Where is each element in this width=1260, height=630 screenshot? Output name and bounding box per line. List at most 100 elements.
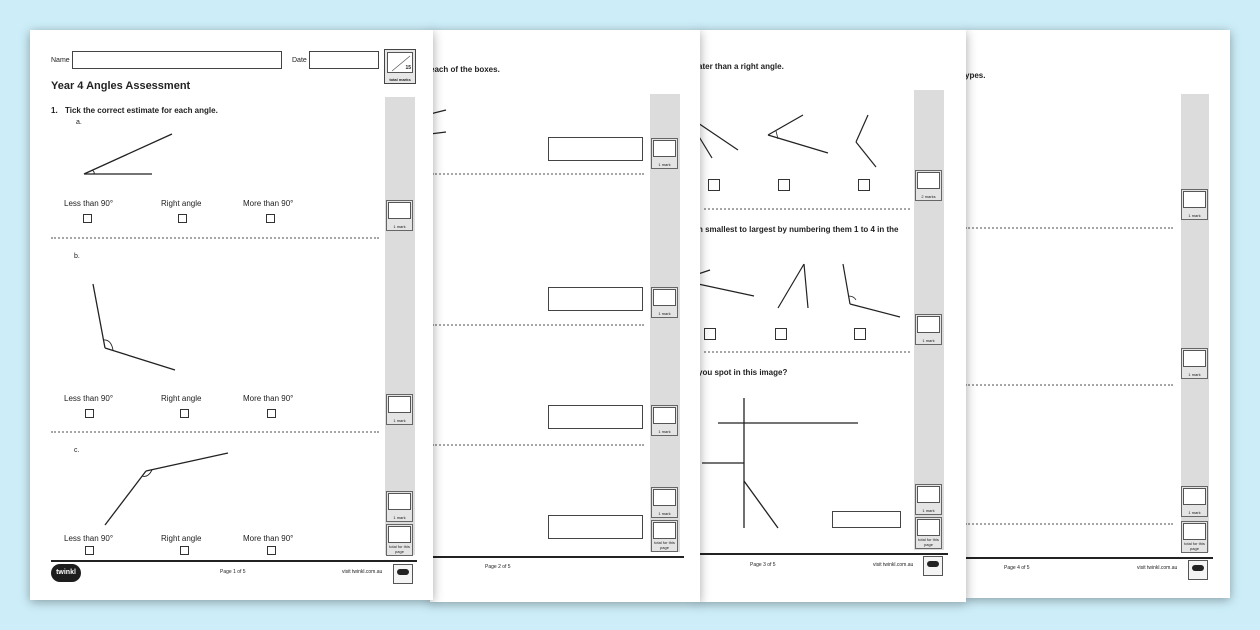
page-total-box[interactable]: total for this page — [915, 517, 942, 549]
option-label: More than 90° — [243, 534, 294, 543]
option-checkbox[interactable] — [180, 409, 189, 418]
divider — [704, 351, 910, 353]
mark-box[interactable]: 1 mark — [1181, 189, 1208, 220]
page-title: Year 4 Angles Assessment — [51, 80, 191, 92]
part-label: c. — [74, 447, 80, 454]
option-label: Less than 90° — [64, 534, 114, 543]
footer-rule — [698, 553, 948, 555]
angle-diagrams — [698, 263, 901, 318]
ordering-box[interactable] — [854, 328, 866, 340]
date-label: Date — [292, 57, 307, 64]
answer-box[interactable] — [832, 511, 901, 528]
divider — [965, 523, 1173, 525]
divider — [51, 431, 379, 433]
visit-link[interactable]: visit twinkl.com.au — [1137, 565, 1178, 571]
mark-column — [650, 94, 680, 552]
ordering-box[interactable] — [775, 328, 787, 340]
divider — [432, 324, 644, 326]
slash-icon — [391, 55, 411, 72]
mark-box[interactable]: 1 mark — [651, 287, 678, 318]
option-checkbox[interactable] — [266, 214, 275, 223]
angle-diagram-c — [104, 452, 229, 526]
option-checkbox[interactable] — [267, 409, 276, 418]
divider — [432, 173, 644, 175]
visit-link[interactable]: visit twinkl.com.au — [342, 569, 383, 575]
angle-checkbox[interactable] — [708, 179, 720, 191]
worksheet-page-3: ater than a right angle. n smallest to l… — [698, 30, 966, 602]
divider — [965, 227, 1173, 229]
option-checkbox[interactable] — [178, 214, 187, 223]
date-field[interactable] — [309, 51, 379, 69]
angle-checkbox[interactable] — [858, 179, 870, 191]
option-checkbox[interactable] — [180, 546, 189, 555]
angle-diagrams — [698, 114, 877, 168]
page-number: Page 3 of 5 — [750, 562, 776, 568]
mark-box[interactable]: 1 mark — [651, 138, 678, 169]
option-label: Less than 90° — [64, 394, 114, 403]
total-marks-label: total marks — [389, 77, 411, 82]
mark-box[interactable]: 1 mark — [915, 484, 942, 515]
mark-box[interactable]: 2 marks — [915, 170, 942, 201]
mark-box[interactable]: 1 mark — [1181, 486, 1208, 517]
total-marks-box[interactable]: 15 total marks — [384, 49, 416, 84]
question-fragment: each of the boxes. — [430, 65, 500, 74]
answer-box[interactable] — [548, 515, 643, 539]
angle-diagram — [430, 109, 447, 135]
page-total-box[interactable]: total for this page — [386, 524, 413, 556]
page-total-box[interactable]: total for this page — [651, 520, 678, 552]
page-number: Page 1 of 5 — [220, 569, 246, 575]
visit-link[interactable]: visit twinkl.com.au — [873, 562, 914, 568]
ordering-box[interactable] — [704, 328, 716, 340]
question-number: 1. — [51, 106, 58, 115]
mark-box[interactable]: 1 mark — [915, 314, 942, 345]
option-label: Right angle — [161, 394, 202, 403]
mark-box[interactable]: 1 mark — [651, 487, 678, 518]
answer-box[interactable] — [548, 137, 643, 161]
right-angle-image — [702, 398, 858, 529]
question-fragment: ypes. — [965, 71, 986, 80]
divider — [704, 208, 910, 210]
question-text: Tick the correct estimate for each angle… — [65, 106, 218, 115]
twinkl-badge-icon — [923, 556, 943, 576]
option-label: More than 90° — [243, 394, 294, 403]
question-fragment: you spot in this image? — [698, 368, 788, 377]
option-checkbox[interactable] — [85, 546, 94, 555]
angle-checkbox[interactable] — [778, 179, 790, 191]
option-checkbox[interactable] — [85, 409, 94, 418]
divider — [965, 384, 1173, 386]
footer-rule — [51, 560, 417, 562]
mark-box[interactable]: 1 mark — [1181, 348, 1208, 379]
twinkl-badge-icon — [1188, 560, 1208, 580]
twinkl-badge-icon — [393, 564, 413, 584]
mark-column — [385, 97, 415, 555]
option-checkbox[interactable] — [267, 546, 276, 555]
option-checkbox[interactable] — [83, 214, 92, 223]
option-label: Less than 90° — [64, 199, 114, 208]
name-label: Name — [51, 57, 70, 64]
worksheet-page-4: ypes. 1 mark 1 mark 1 mark total for thi… — [965, 30, 1230, 598]
option-label: Right angle — [161, 199, 202, 208]
divider — [51, 237, 379, 239]
question-fragment: ater than a right angle. — [698, 62, 784, 71]
angle-diagram-a — [83, 133, 173, 175]
footer-rule — [430, 556, 684, 558]
answer-box[interactable] — [548, 287, 643, 311]
name-field[interactable] — [72, 51, 282, 69]
part-label: b. — [74, 253, 80, 260]
option-label: More than 90° — [243, 199, 294, 208]
part-label: a. — [76, 119, 82, 126]
page-total-box[interactable]: total for this page — [1181, 521, 1208, 553]
question-fragment: n smallest to largest by numbering them … — [698, 225, 899, 234]
mark-column — [1181, 94, 1209, 552]
page-number: Page 4 of 5 — [1004, 565, 1030, 571]
mark-box[interactable]: 1 mark — [386, 491, 413, 522]
footer-rule — [965, 557, 1213, 559]
option-label: Right angle — [161, 534, 202, 543]
mark-box[interactable]: 1 mark — [651, 405, 678, 436]
worksheet-page-1: Name Date 15 total marks Year 4 Angles A… — [30, 30, 433, 600]
mark-box[interactable]: 1 mark — [386, 394, 413, 425]
angle-diagram-b — [92, 283, 176, 371]
worksheet-page-2: each of the boxes. 1 mark 1 mark 1 mark … — [430, 30, 700, 602]
answer-box[interactable] — [548, 405, 643, 429]
mark-box[interactable]: 1 mark — [386, 200, 413, 231]
